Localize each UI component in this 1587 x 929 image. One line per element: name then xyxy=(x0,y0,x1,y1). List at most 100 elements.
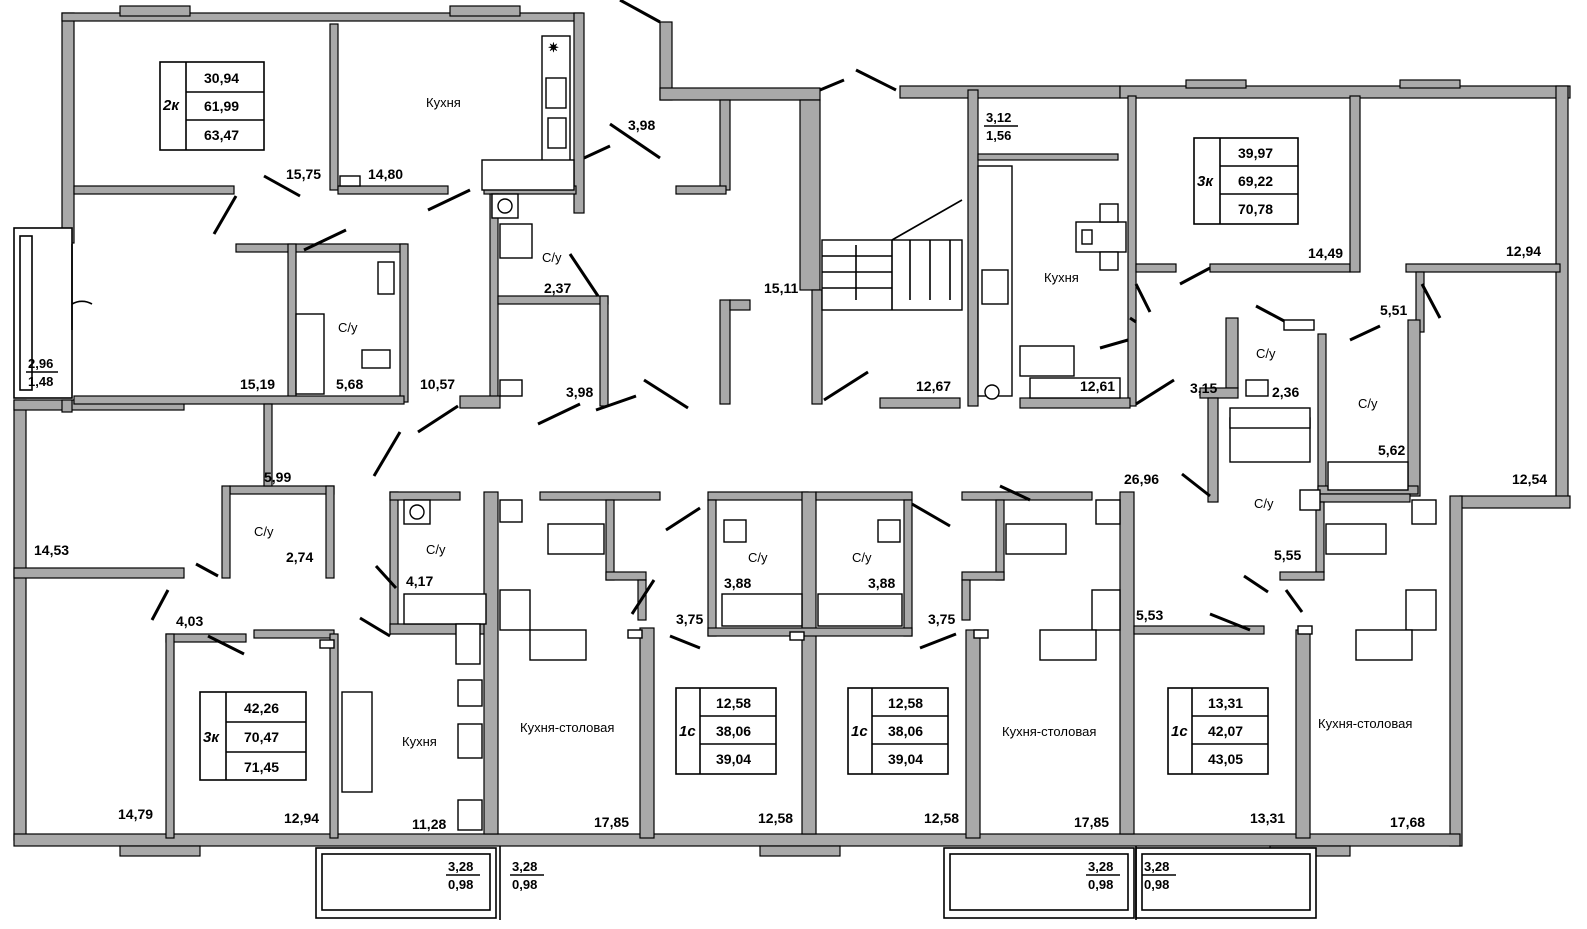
apartment-type: 3к xyxy=(1197,173,1214,190)
apartment-type: 1с xyxy=(851,723,868,740)
area-label: 26,96 xyxy=(1124,471,1159,487)
room-label: Кухня-столовая xyxy=(1002,724,1096,739)
staircase xyxy=(821,199,963,311)
apartment-box-2: 3к 42,26 70,47 71,45 xyxy=(199,691,307,781)
exterior-walls xyxy=(13,5,1571,857)
area-label: 17,68 xyxy=(1390,814,1425,830)
apartment-value: 43,05 xyxy=(1208,751,1243,767)
balcony-area-bottom: 0,98 xyxy=(512,877,537,892)
fixtures: ✷ xyxy=(295,35,1437,831)
balcony-frames xyxy=(13,227,1317,920)
room-label: С/у xyxy=(254,524,274,539)
room-label: С/у xyxy=(1254,496,1274,511)
area-label: 12,94 xyxy=(1506,243,1541,259)
area-label: 14,79 xyxy=(118,806,153,822)
apartment-value: 30,94 xyxy=(204,70,239,86)
balcony-area-top: 2,96 xyxy=(28,356,53,371)
balcony-area-bottom: 1,48 xyxy=(28,374,53,389)
area-label: 15,75 xyxy=(286,166,321,182)
balcony-area-bottom: 1,56 xyxy=(986,128,1011,143)
area-label: 2,74 xyxy=(286,549,313,565)
area-label: 5,99 xyxy=(264,469,291,485)
balcony-labels: 2,96 1,48 3,12 1,56 3,28 0,98 3,28 0,98 … xyxy=(26,110,1176,892)
apartment-value: 12,58 xyxy=(716,695,751,711)
area-label: 14,53 xyxy=(34,542,69,558)
area-label: 12,58 xyxy=(924,810,959,826)
area-label: 2,36 xyxy=(1272,384,1299,400)
apartment-value: 70,47 xyxy=(244,729,279,745)
apartment-value: 39,97 xyxy=(1238,145,1273,161)
area-label: 15,19 xyxy=(240,376,275,392)
area-label: 12,54 xyxy=(1512,471,1547,487)
apartment-value: 42,26 xyxy=(244,700,279,716)
area-label: 12,61 xyxy=(1080,378,1115,394)
area-label: 17,85 xyxy=(594,814,629,830)
area-label: 3,88 xyxy=(868,575,895,591)
area-label: 12,58 xyxy=(758,810,793,826)
apartment-value: 13,31 xyxy=(1208,695,1243,711)
room-label: Кухня xyxy=(426,95,461,110)
room-label: С/у xyxy=(852,550,872,565)
apartment-type: 2к xyxy=(162,97,180,114)
area-labels: 15,75 14,80 3,98 15,19 5,68 10,57 2,37 3… xyxy=(34,117,1547,832)
apartment-box-1: 3к 39,97 69,22 70,78 xyxy=(1193,137,1299,225)
area-label: 5,55 xyxy=(1274,547,1301,563)
apartment-box-3: 1с 12,58 38,06 39,04 xyxy=(675,687,777,775)
area-label: 4,03 xyxy=(176,613,203,629)
area-label: 4,17 xyxy=(406,573,433,589)
area-label: 5,62 xyxy=(1378,442,1405,458)
area-label: 11,28 xyxy=(412,816,446,832)
balcony-area-top: 3,28 xyxy=(1144,859,1169,874)
room-label: С/у xyxy=(748,550,768,565)
apartment-value: 61,99 xyxy=(204,98,239,114)
apartment-box-5: 1с 13,31 42,07 43,05 xyxy=(1167,687,1269,775)
area-label: 5,51 xyxy=(1380,302,1407,318)
apartment-value: 71,45 xyxy=(244,759,279,775)
area-label: 5,53 xyxy=(1136,607,1163,623)
area-label: 17,85 xyxy=(1074,814,1109,830)
apartment-type: 3к xyxy=(203,729,220,746)
area-label: 13,31 xyxy=(1250,810,1285,826)
doors xyxy=(150,0,1442,656)
area-label: 15,11 xyxy=(764,280,798,296)
room-label: Кухня-столовая xyxy=(520,720,614,735)
area-label: 5,68 xyxy=(336,376,363,392)
area-label: 3,15 xyxy=(1190,380,1217,396)
room-label: Кухня-столовая xyxy=(1318,716,1412,731)
balcony-area-top: 3,28 xyxy=(512,859,537,874)
apartment-box-4: 1с 12,58 38,06 39,04 xyxy=(847,687,949,775)
area-label: 3,75 xyxy=(676,611,703,627)
area-label: 3,98 xyxy=(628,117,655,133)
area-label: 10,57 xyxy=(420,376,455,392)
area-label: 3,88 xyxy=(724,575,751,591)
balcony-area-top: 3,28 xyxy=(1088,859,1113,874)
room-label: С/у xyxy=(338,320,358,335)
balcony-area-top: 3,28 xyxy=(448,859,473,874)
apartment-value: 38,06 xyxy=(888,723,923,739)
room-label: С/у xyxy=(1256,346,1276,361)
apartment-value: 42,07 xyxy=(1208,723,1243,739)
apartment-value: 70,78 xyxy=(1238,201,1273,217)
apartment-box-0: 2к 30,94 61,99 63,47 xyxy=(159,61,265,151)
room-names: Кухня Кухня Кухня С/у С/у С/у С/у С/у С/… xyxy=(254,95,1412,749)
apartment-type: 1с xyxy=(1171,723,1188,740)
area-label: 3,75 xyxy=(928,611,955,627)
balcony-area-bottom: 0,98 xyxy=(1144,877,1169,892)
room-label: С/у xyxy=(426,542,446,557)
svg-text:✷: ✷ xyxy=(548,40,559,55)
area-label: 3,98 xyxy=(566,384,593,400)
area-label: 14,80 xyxy=(368,166,403,182)
balcony-area-bottom: 0,98 xyxy=(448,877,473,892)
apartment-value: 39,04 xyxy=(888,751,923,767)
apartment-value: 12,58 xyxy=(888,695,923,711)
area-label: 14,49 xyxy=(1308,245,1343,261)
balcony-area-top: 3,12 xyxy=(986,110,1011,125)
apartment-value: 63,47 xyxy=(204,127,239,143)
room-label: С/у xyxy=(542,250,562,265)
apartment-value: 69,22 xyxy=(1238,173,1273,189)
balcony-area-bottom: 0,98 xyxy=(1088,877,1113,892)
room-label: Кухня xyxy=(1044,270,1079,285)
area-label: 2,37 xyxy=(544,280,571,296)
room-label: С/у xyxy=(1358,396,1378,411)
